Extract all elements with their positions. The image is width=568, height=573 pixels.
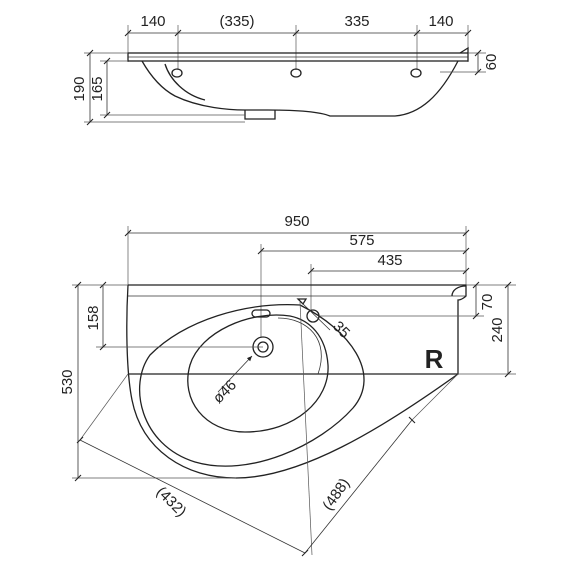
orientation-mark: R <box>425 344 444 374</box>
width-label-3: 335 <box>344 13 369 30</box>
bowl-rim <box>138 304 365 467</box>
faucet-hole <box>306 309 320 323</box>
drain-outlet <box>244 110 276 120</box>
label-faucet-hole: 35 <box>329 318 353 342</box>
label-70: 70 <box>479 294 496 311</box>
label-950: 950 <box>284 213 309 230</box>
label-drain-diameter: ø46 <box>210 377 240 407</box>
dim-432 <box>79 439 306 554</box>
bowl-inner <box>187 314 329 433</box>
height-label-190: 190 <box>71 76 88 101</box>
width-label-4: 140 <box>428 13 453 30</box>
label-575: 575 <box>349 232 374 249</box>
label-432: (432) <box>153 483 190 520</box>
rim-label: 60 <box>483 54 500 71</box>
width-label-2: (335) <box>219 13 254 30</box>
hole-left <box>171 68 183 78</box>
label-158: 158 <box>85 305 102 330</box>
height-label-165: 165 <box>89 76 106 101</box>
section-view: 140 (335) 335 140 190 165 <box>71 13 500 126</box>
label-530: 530 <box>59 369 76 394</box>
overflow-slot <box>251 309 271 318</box>
basin-outline <box>126 284 459 479</box>
width-label-1: 140 <box>140 13 165 30</box>
basin-profile <box>141 60 459 117</box>
label-435: 435 <box>377 252 402 269</box>
label-488: (488) <box>319 475 353 513</box>
plan-view: 950 575 435 ø46 35 <box>59 213 516 557</box>
label-240: 240 <box>489 317 506 342</box>
hole-center <box>290 68 302 78</box>
dim-488 <box>304 419 413 554</box>
hole-right <box>410 68 422 78</box>
